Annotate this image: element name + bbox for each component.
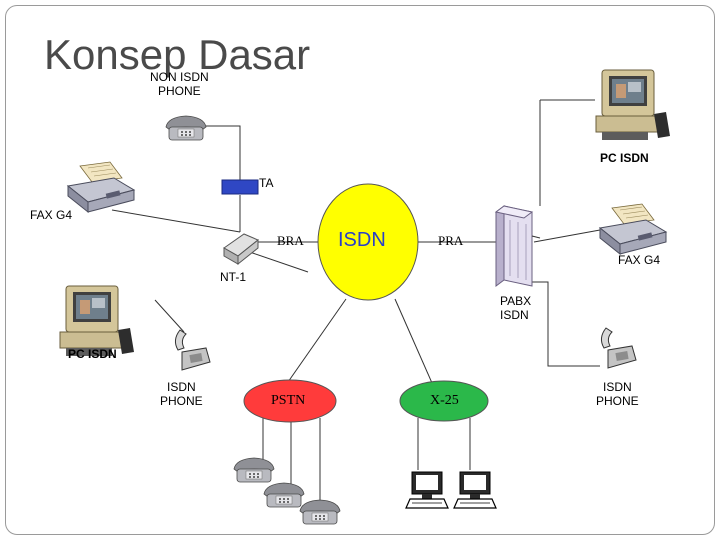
pabx-icon xyxy=(494,205,541,287)
ta-label: TA xyxy=(259,176,274,190)
phone-icon xyxy=(165,115,207,141)
pc-icon xyxy=(59,285,135,357)
phone-icon xyxy=(600,327,637,369)
pc-isdn-left-label: PC ISDN xyxy=(68,347,117,361)
page-title: Konsep Dasar xyxy=(44,31,311,78)
isdn-label: ISDN xyxy=(338,229,386,251)
isdn-cloud xyxy=(317,183,419,301)
pstn-label: PSTN xyxy=(271,393,306,408)
phone-icon xyxy=(299,499,341,525)
phone-icon xyxy=(233,457,275,483)
computer-terminal-icon xyxy=(405,471,449,509)
pra-label: PRA xyxy=(438,233,464,248)
fax-icon xyxy=(67,161,135,213)
terminal-adapter-icon xyxy=(221,179,259,195)
pc-isdn-top-label: PC ISDN xyxy=(600,151,649,165)
phone-icon xyxy=(263,482,305,508)
slide-frame xyxy=(5,5,715,535)
phone-icon xyxy=(174,329,211,371)
pabx-label: PABX ISDN xyxy=(500,294,532,322)
computer-terminal-icon xyxy=(453,471,497,509)
x25-label: X-25 xyxy=(430,393,459,408)
isdn-phone-right-label: ISDN PHONE xyxy=(596,380,639,408)
fax-right-label: FAX G4 xyxy=(618,253,661,267)
nt1-label: NT-1 xyxy=(220,270,247,284)
fax-left-label: FAX G4 xyxy=(30,208,73,222)
fax-icon xyxy=(599,203,667,255)
isdn-phone-left-label: ISDN PHONE xyxy=(160,380,203,408)
pstn-cloud xyxy=(243,379,337,423)
bra-label: BRA xyxy=(277,233,304,248)
pc-icon xyxy=(595,69,671,141)
x25-cloud xyxy=(399,380,489,422)
non-isdn-phone-label: NON ISDN PHONE xyxy=(150,70,209,98)
nt1-icon xyxy=(223,233,259,266)
